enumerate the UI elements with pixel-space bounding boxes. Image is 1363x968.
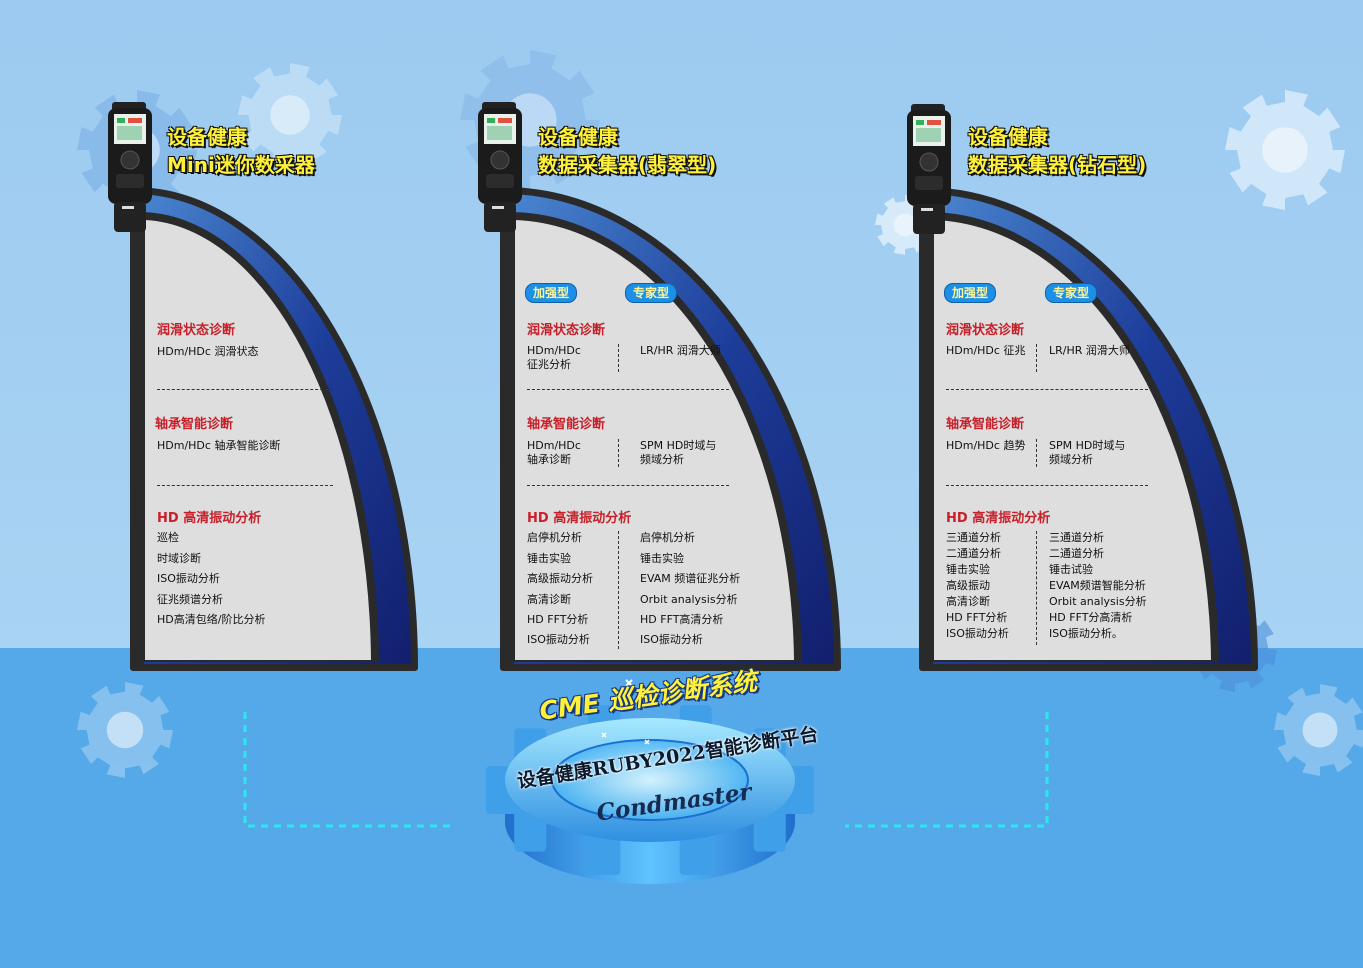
column-divider bbox=[618, 439, 619, 467]
badge-expert: 专家型 bbox=[1045, 283, 1098, 303]
divider bbox=[946, 485, 1148, 486]
column-divider bbox=[618, 531, 619, 649]
list-item: 频域分析 bbox=[640, 453, 684, 466]
section-bearing: 轴承智能诊断 bbox=[527, 417, 606, 432]
list-item: HDm/HDc bbox=[527, 439, 581, 452]
list-item: HDm/HDc bbox=[527, 344, 581, 357]
column-divider bbox=[1036, 439, 1037, 467]
panel-title-line2: Mini迷你数采器 bbox=[167, 153, 315, 177]
list-item: 频域分析 bbox=[1049, 453, 1093, 466]
panel-shape bbox=[130, 187, 418, 671]
list-item: HDm/HDc 轴承智能诊断 bbox=[157, 439, 281, 452]
list-item: 高级振动分析 bbox=[527, 572, 593, 585]
list-item: 三通道分析 bbox=[946, 531, 1001, 544]
divider bbox=[157, 389, 333, 390]
list-item: SPM HD时域与 bbox=[1049, 439, 1126, 452]
list-item: 锤击实验 bbox=[527, 552, 571, 565]
column-divider bbox=[1036, 344, 1037, 372]
list-item: 巡检 bbox=[157, 531, 179, 544]
list-item: Orbit analysis分析 bbox=[1049, 595, 1147, 608]
section-vibration: HD 高清振动分析 bbox=[157, 511, 262, 526]
gear-icon bbox=[77, 682, 173, 778]
badge-enhanced: 加强型 bbox=[525, 283, 578, 303]
section-bearing: 轴承智能诊断 bbox=[155, 417, 234, 432]
section-lubrication: 润滑状态诊断 bbox=[946, 323, 1025, 338]
list-item: ISO振动分析 bbox=[946, 627, 1009, 640]
panel-title-line1: 设备健康 bbox=[538, 125, 618, 149]
list-item: 启停机分析 bbox=[527, 531, 582, 544]
list-item: 征兆分析 bbox=[527, 358, 571, 371]
list-item: 轴承诊断 bbox=[527, 453, 571, 466]
divider bbox=[946, 389, 1148, 390]
list-item: 时域诊断 bbox=[157, 552, 201, 565]
handheld-device-icon bbox=[907, 104, 951, 234]
divider bbox=[527, 485, 729, 486]
list-item: HD FFT分析 bbox=[527, 613, 589, 626]
list-item: LR/HR 润滑大师 bbox=[1049, 344, 1130, 357]
gear-icon bbox=[1274, 684, 1363, 776]
list-item: 高清诊断 bbox=[527, 593, 571, 606]
section-lubrication: 润滑状态诊断 bbox=[157, 323, 236, 338]
list-item: EVAM频谱智能分析 bbox=[1049, 579, 1146, 592]
divider bbox=[527, 389, 729, 390]
list-item: LR/HR 润滑大师 bbox=[640, 344, 721, 357]
list-item: 高清诊断 bbox=[946, 595, 990, 608]
list-item: 启停机分析 bbox=[640, 531, 695, 544]
column-divider bbox=[1036, 531, 1037, 645]
list-item: HD FFT高清分析 bbox=[640, 613, 724, 626]
list-item: HD FFT分析 bbox=[946, 611, 1008, 624]
panel-title-line1: 设备健康 bbox=[167, 125, 247, 149]
list-item: 征兆频谱分析 bbox=[157, 593, 223, 606]
handheld-device-icon bbox=[478, 102, 522, 232]
handheld-device-icon bbox=[108, 102, 152, 232]
list-item: HDm/HDc 润滑状态 bbox=[157, 345, 259, 358]
list-item: EVAM 频谱征兆分析 bbox=[640, 572, 741, 585]
list-item: 锤击试验 bbox=[1049, 563, 1093, 576]
panel-shape bbox=[919, 187, 1258, 671]
list-item: HDm/HDc 趋势 bbox=[946, 439, 1026, 452]
list-item: ISO振动分析 bbox=[157, 572, 220, 585]
panel-title-line1: 设备健康 bbox=[968, 125, 1048, 149]
section-vibration: HD 高清振动分析 bbox=[946, 511, 1051, 526]
list-item: 三通道分析 bbox=[1049, 531, 1104, 544]
list-item: ISO振动分析。 bbox=[1049, 627, 1123, 640]
badge-expert: 专家型 bbox=[625, 283, 678, 303]
gear-icon bbox=[1225, 90, 1345, 210]
column-divider bbox=[618, 344, 619, 372]
list-item: HD FFT分高清析 bbox=[1049, 611, 1133, 624]
list-item: 锤击实验 bbox=[946, 563, 990, 576]
list-item: HD高清包络/阶比分析 bbox=[157, 613, 266, 626]
section-bearing: 轴承智能诊断 bbox=[946, 417, 1025, 432]
list-item: 锤击实验 bbox=[640, 552, 684, 565]
list-item: 二通道分析 bbox=[1049, 547, 1104, 560]
section-vibration: HD 高清振动分析 bbox=[527, 511, 632, 526]
list-item: 高级振动 bbox=[946, 579, 990, 592]
panel-title-line2: 数据采集器(翡翠型) bbox=[538, 153, 717, 177]
list-item: ISO振动分析 bbox=[527, 633, 590, 646]
list-item: 二通道分析 bbox=[946, 547, 1001, 560]
section-lubrication: 润滑状态诊断 bbox=[527, 323, 606, 338]
panel-shape bbox=[500, 187, 841, 671]
list-item: ISO振动分析 bbox=[640, 633, 703, 646]
list-item: Orbit analysis分析 bbox=[640, 593, 738, 606]
list-item: SPM HD时域与 bbox=[640, 439, 717, 452]
panel-title-line2: 数据采集器(钻石型) bbox=[968, 153, 1147, 177]
badge-enhanced: 加强型 bbox=[944, 283, 997, 303]
list-item: HDm/HDc 征兆 bbox=[946, 344, 1026, 357]
divider bbox=[157, 485, 333, 486]
platform-gear bbox=[486, 705, 814, 884]
sparkle-icon bbox=[601, 679, 650, 745]
gear-icon bbox=[238, 63, 342, 167]
